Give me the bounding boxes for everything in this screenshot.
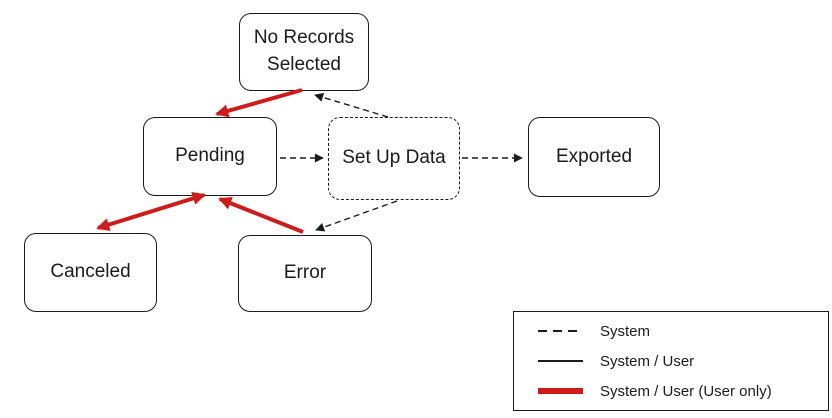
node-label: Pending <box>175 145 245 167</box>
node-label: No Records Selected <box>253 27 355 75</box>
edge-error-to-pending <box>218 197 304 234</box>
edge-set-up-data-to-error <box>315 200 398 232</box>
node-label: Set Up Data <box>342 147 446 169</box>
legend-row-system: System <box>538 323 828 340</box>
edge-pending-canceled-bidirectional <box>96 192 206 231</box>
node-label: Exported <box>555 145 633 167</box>
dashed-line-sample <box>538 330 583 332</box>
legend: System System / User System / User (User… <box>513 311 829 411</box>
red-line-sample <box>538 388 583 394</box>
node-canceled: Canceled <box>24 233 157 312</box>
legend-label: System / User <box>600 352 695 370</box>
edge-no-records-to-pending <box>215 88 303 118</box>
solid-line-sample <box>538 360 583 362</box>
node-no-records-selected: No Records Selected <box>239 13 369 91</box>
node-error: Error <box>238 235 372 312</box>
edge-set-up-data-to-no-records <box>314 93 389 118</box>
legend-row-user-only: System / User (User only) <box>538 383 828 400</box>
node-label: Error <box>283 262 327 284</box>
node-set-up-data: Set Up Data <box>328 117 460 200</box>
node-pending: Pending <box>143 117 277 196</box>
legend-row-system-user: System / User <box>538 353 828 370</box>
node-exported: Exported <box>528 117 660 197</box>
legend-label: System <box>600 322 651 340</box>
legend-label: System / User (User only) <box>600 382 772 400</box>
node-label: Canceled <box>50 261 131 283</box>
